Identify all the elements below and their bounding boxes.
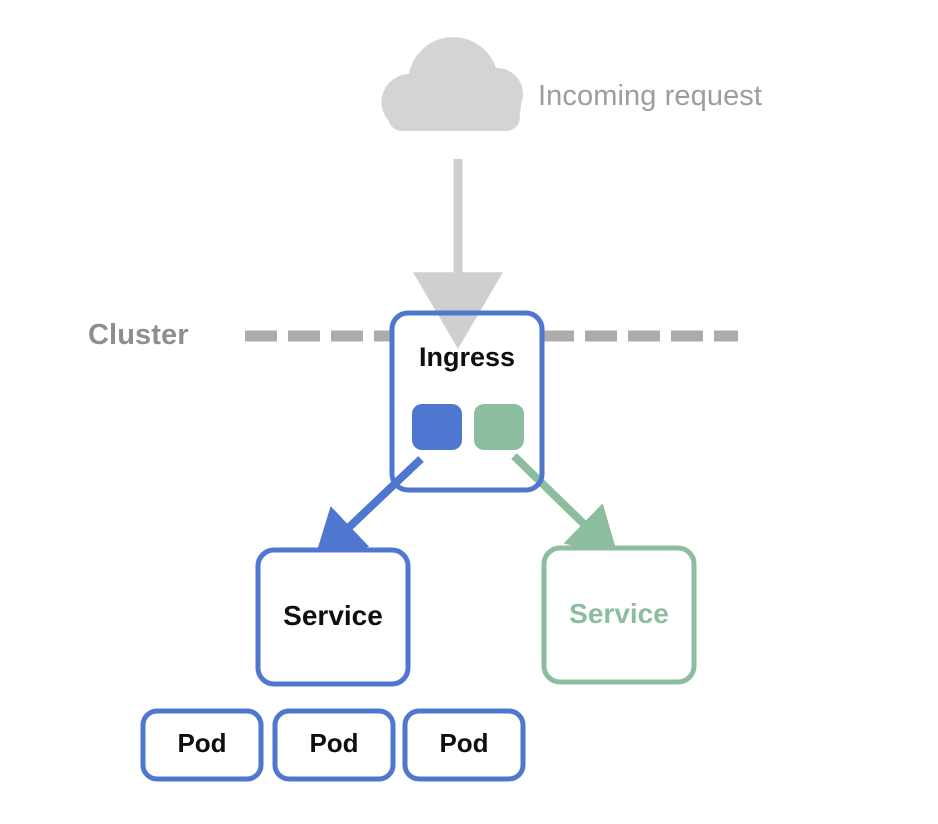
ingress-to-service-blue-arrow [313, 456, 424, 561]
ingress-box[interactable] [389, 310, 545, 493]
cloud-icon [381, 37, 524, 131]
pod-box-1[interactable] [140, 708, 264, 782]
blue-route-chip[interactable] [412, 404, 462, 450]
pod-box-2[interactable] [272, 708, 396, 782]
ingress-to-service-green-arrow [511, 453, 619, 558]
service-box-blue[interactable] [255, 547, 411, 687]
service-box-green[interactable] [541, 545, 697, 685]
pod-box-3[interactable] [402, 708, 526, 782]
green-route-chip[interactable] [474, 404, 524, 450]
